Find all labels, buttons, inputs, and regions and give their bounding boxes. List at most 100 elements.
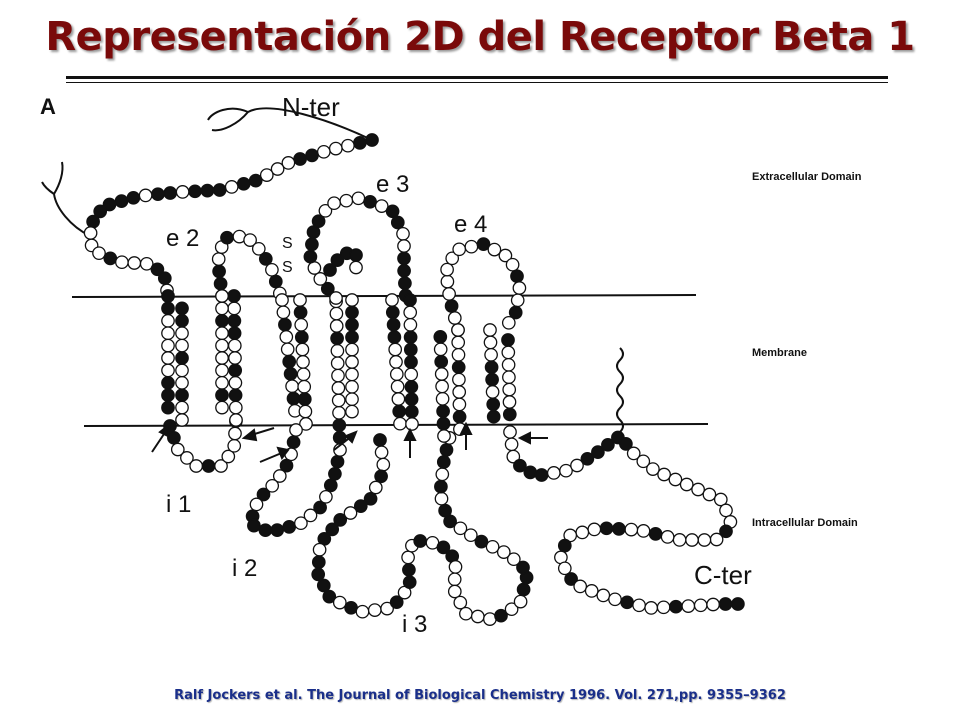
residue-filled — [452, 409, 467, 424]
residue-open — [713, 492, 728, 507]
title-divider — [66, 76, 888, 79]
residue-open — [367, 603, 382, 617]
mutation-arrows — [151, 421, 548, 463]
residue-open — [227, 301, 242, 316]
i2-label: i 2 — [232, 555, 257, 582]
residue-filled — [365, 133, 379, 147]
residue-open — [636, 524, 651, 538]
residue-filled — [212, 264, 226, 279]
residue-open — [189, 459, 204, 473]
residue-open — [228, 375, 243, 390]
residue-open — [608, 592, 622, 607]
residue-open — [115, 255, 129, 270]
residue-filled — [502, 407, 517, 422]
residue-filled — [313, 500, 327, 515]
residue-filled — [619, 437, 633, 451]
residue-open — [249, 497, 264, 512]
residue-filled — [516, 560, 530, 575]
residue-open — [161, 338, 175, 353]
residue-filled — [286, 391, 301, 406]
residue-open — [437, 429, 451, 443]
residue-open — [453, 521, 468, 536]
residue-filled — [345, 330, 359, 345]
residue-filled — [305, 237, 319, 252]
residue-open — [660, 530, 675, 544]
residue-filled — [161, 375, 175, 390]
residue-open — [298, 404, 313, 419]
residue-open — [484, 347, 498, 362]
residue-open — [215, 326, 229, 341]
residue-open — [391, 392, 406, 406]
residue-filled — [268, 274, 283, 289]
residue-filled — [385, 204, 400, 219]
residue-open — [573, 579, 588, 594]
residue-open — [329, 319, 344, 333]
residue-open — [175, 326, 189, 341]
residue-filled — [601, 437, 615, 452]
residue-open — [296, 355, 310, 369]
residue-open — [293, 293, 307, 307]
residue-open — [459, 606, 473, 621]
residue-filled — [157, 271, 172, 286]
residue-filled — [270, 523, 285, 537]
residue-open — [719, 503, 733, 518]
residue-open — [313, 272, 328, 286]
residue-open — [624, 522, 639, 537]
residue-open — [307, 261, 322, 275]
residue-filled — [485, 372, 499, 387]
residue-open — [376, 457, 391, 472]
residue-open — [448, 560, 463, 574]
disulfide-s1: S — [282, 235, 293, 252]
residue-filled — [719, 524, 733, 539]
residue-filled — [486, 409, 501, 424]
residue-open — [331, 381, 346, 395]
residue-open — [345, 404, 359, 419]
residue-filled — [385, 305, 400, 320]
i3-label: i 3 — [402, 611, 427, 638]
residue-open — [297, 379, 312, 394]
residue-filled — [433, 330, 448, 344]
residue-open — [503, 425, 517, 439]
residue-open — [403, 305, 418, 320]
residue-filled — [349, 248, 363, 262]
residue-open — [668, 472, 683, 487]
e2-label: e 2 — [166, 225, 199, 252]
residue-open — [83, 226, 98, 240]
residue-filled — [258, 252, 273, 266]
residue-open — [559, 463, 573, 478]
residue-filled — [282, 520, 297, 534]
residue-filled — [303, 249, 318, 264]
residue-filled — [215, 313, 229, 328]
residue-open — [332, 595, 347, 610]
residue-filled — [612, 522, 626, 536]
residue-filled — [436, 416, 451, 431]
residue-filled — [323, 263, 337, 277]
residue-filled — [484, 360, 499, 375]
residue-filled — [669, 599, 683, 614]
residue-open — [510, 293, 525, 308]
residue-filled — [278, 317, 292, 332]
residue-open — [389, 367, 404, 382]
residue-open — [504, 437, 519, 452]
residue-open — [276, 305, 291, 320]
residue-open — [697, 533, 712, 547]
membrane-label: Membrane — [752, 347, 807, 359]
residue-open — [331, 393, 346, 408]
residue-filled — [436, 404, 450, 419]
residue-open — [215, 351, 229, 365]
residue-open — [657, 467, 671, 482]
residue-filled — [404, 404, 419, 419]
residue-open — [404, 367, 419, 382]
residue-filled — [311, 567, 326, 582]
residue-filled — [564, 572, 578, 586]
residue-open — [374, 199, 389, 213]
residue-filled — [305, 148, 319, 163]
residue-filled — [648, 527, 663, 541]
residue-open — [161, 363, 175, 378]
residue-open — [331, 368, 345, 383]
residue-open — [355, 604, 370, 619]
disulfide-s2: S — [282, 259, 293, 276]
residue-filled — [228, 363, 243, 378]
citation: Ralf Jockers et al. The Journal of Biolo… — [0, 688, 960, 703]
extracellular-domain-label: Extracellular Domain — [752, 171, 862, 183]
